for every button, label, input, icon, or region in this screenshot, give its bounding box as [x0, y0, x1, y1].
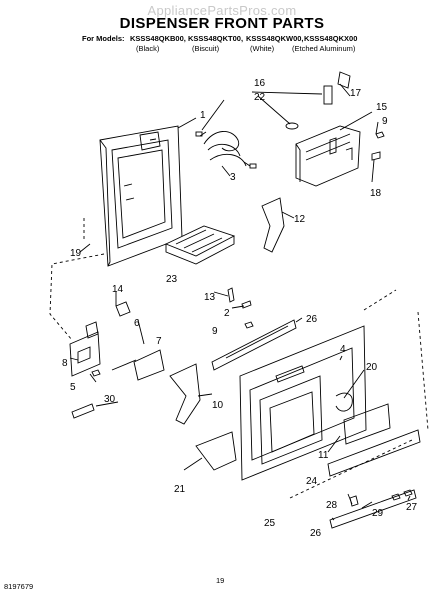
callout-label: 20: [366, 362, 378, 373]
callout-label: 24: [306, 476, 318, 487]
callout-label: 14: [112, 284, 124, 295]
model-color: (Black): [136, 44, 160, 53]
callout-label: 1: [200, 110, 206, 121]
callout-label: 19: [70, 248, 82, 259]
model-number: KSSS48QKX00: [304, 34, 358, 43]
switch-part: [241, 300, 252, 309]
callout-label: 28: [326, 500, 338, 511]
callout-label: 15: [376, 102, 388, 113]
paddle-part: [169, 363, 201, 425]
callout-label: 4: [340, 344, 346, 355]
callout-label: 9: [212, 326, 218, 337]
funnel-part: [195, 431, 237, 471]
screw-part: [91, 369, 101, 377]
front-panel-part: [239, 325, 367, 481]
trim-part: [327, 429, 421, 477]
spring-part: [285, 122, 299, 130]
switch-part: [227, 287, 235, 303]
document-number: 8197679: [4, 582, 34, 591]
bracket-part: [261, 197, 285, 253]
rail-part: [329, 489, 417, 529]
callout-label: 10: [212, 400, 224, 411]
wire-part: [335, 392, 353, 412]
callout-label: 21: [174, 484, 186, 495]
callout-label: 12: [294, 214, 306, 225]
page-title: DISPENSER FRONT PARTS: [119, 15, 325, 32]
control-bracket-part: [295, 125, 361, 187]
fitting-part: [71, 403, 95, 419]
callout-label: 30: [104, 394, 116, 405]
wire-harness-part: [195, 131, 257, 169]
actuator-part: [323, 85, 333, 105]
screw-part: [371, 151, 381, 161]
solenoid-part: [69, 321, 101, 377]
clip-part: [337, 71, 351, 89]
screw-part: [244, 131, 385, 329]
callout-label: 26: [306, 314, 318, 325]
callout-label: 13: [204, 292, 216, 303]
callout-label: 9: [382, 116, 388, 127]
model-color: (Etched Aluminum): [292, 44, 356, 53]
callout-label: 29: [372, 508, 384, 519]
motor-part: [115, 301, 131, 317]
callout-label: 17: [350, 88, 362, 99]
model-number: KSSS48QKB00,: [130, 34, 186, 43]
models-label: For Models:: [82, 34, 125, 43]
callout-label: 22: [254, 92, 266, 103]
model-number: KSSS48QKW00,: [246, 34, 304, 43]
callout-label: 3: [230, 172, 236, 183]
callout-label: 23: [166, 274, 178, 285]
callout-label: 6: [134, 318, 140, 329]
drip-tray-part: [164, 225, 236, 265]
screw-part: [403, 489, 413, 497]
callout-label: 11: [318, 450, 329, 461]
callout-label: 26: [310, 528, 322, 539]
callout-label: 27: [406, 502, 418, 513]
model-color: (Biscuit): [192, 44, 220, 53]
rod-part: [111, 359, 137, 371]
page-number: 19: [216, 576, 225, 585]
callout-label: 25: [264, 518, 276, 529]
watermark: AppliancePartsPros.com: [147, 3, 297, 18]
screw-part: [391, 493, 401, 501]
callout-label: 8: [62, 358, 68, 369]
model-color: (White): [250, 44, 275, 53]
model-number: KSSS48QKT00,: [188, 34, 244, 43]
rail-part: [211, 319, 297, 371]
callout-label: 18: [370, 188, 382, 199]
callout-label: 16: [254, 78, 266, 89]
callout-label: 2: [224, 308, 230, 319]
hinge-part: [133, 349, 165, 381]
control-board-part: [343, 403, 391, 445]
callout-label: 7: [156, 336, 162, 347]
callout-label: 5: [70, 382, 76, 393]
